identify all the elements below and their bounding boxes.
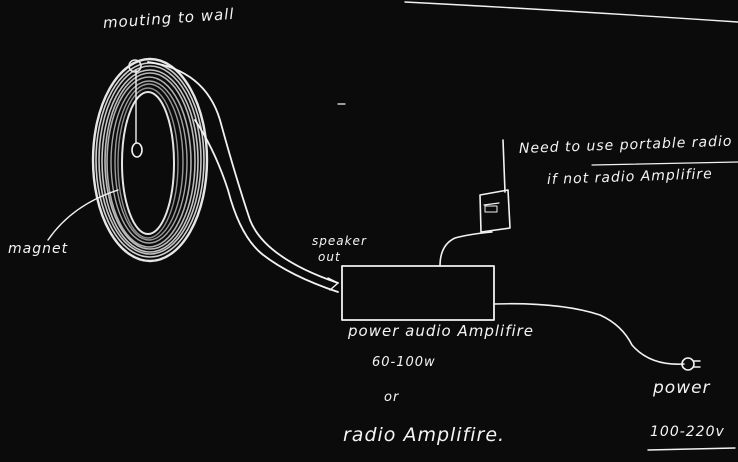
radio-wire [440,232,492,266]
voltage-underline [648,448,735,450]
label-power: power [653,378,711,398]
label-speaker-out: out [318,250,341,264]
label-watts: 60-100w [372,355,436,370]
magnet-pointer [48,190,118,240]
stray-top-line [405,2,738,22]
amplifier-box [342,266,494,320]
portable-underline [592,162,738,165]
label-amplifier: power audio Amplifire [348,322,534,340]
label-speaker: speaker [312,234,367,248]
label-magnet: magnet [8,241,68,257]
label-voltage: 100-220v [650,424,725,440]
portable-radio [480,140,510,232]
label-or: or [384,390,399,405]
coil [93,59,207,261]
label-radio-amp: radio Amplifire. [343,424,505,446]
coil-wire-inner [195,120,338,292]
